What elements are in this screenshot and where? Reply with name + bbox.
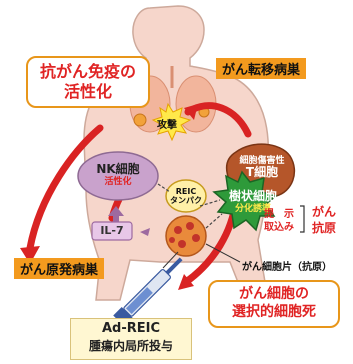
immune-activation-line1: 抗がん免疫の (28, 63, 148, 81)
selective-death-line2: 選択的細胞死 (210, 304, 338, 320)
nk-cell-line1: NK細胞 (80, 163, 156, 177)
immune-activation-line2: 活性化 (28, 83, 148, 101)
selective-death-box: がん細胞の 選択的細胞死 (208, 280, 340, 328)
antigen-line2: 抗原 (312, 220, 336, 236)
nk-cell-line2: 活性化 (80, 177, 156, 187)
bracket (300, 206, 304, 232)
metastasis-tag: がん転移病巣 (216, 58, 306, 79)
immune-activation-box: 抗がん免疫の 活性化 (26, 56, 150, 108)
primary-tumor-shape (166, 216, 206, 256)
presentation-line2: 取込み (264, 221, 294, 234)
antigen-line1: がん (312, 204, 336, 220)
t-cell-label: 細胞傷害性 T細胞 (234, 156, 290, 180)
attack-label: 攻撃 (157, 116, 177, 131)
presentation-labels: 提 示 取込み (264, 208, 294, 234)
ad-reic-box: Ad-REIC 腫瘍内局所投与 (70, 318, 192, 360)
cancer-antigen-label: がん 抗原 (312, 204, 336, 236)
reic-line2: タンパク (168, 196, 204, 205)
selective-death-line1: がん細胞の (210, 286, 338, 302)
t-cell-line2: T細胞 (234, 166, 290, 180)
presentation-line1: 提 示 (264, 208, 294, 221)
dendritic-line1: 樹状細胞 (222, 190, 284, 204)
ad-reic-line2: 腫瘍内局所投与 (71, 340, 191, 354)
primary-lesion-tag: がん原発病巣 (14, 258, 104, 279)
reic-line1: REIC (168, 187, 204, 196)
nk-cell-label: NK細胞 活性化 (80, 163, 156, 187)
cancer-fragment-label: がん細胞片（抗原） (242, 258, 332, 273)
reic-protein-label: REIC タンパク (168, 187, 204, 205)
ad-reic-line1: Ad-REIC (71, 322, 191, 337)
il7-label: IL-7 (92, 224, 132, 237)
